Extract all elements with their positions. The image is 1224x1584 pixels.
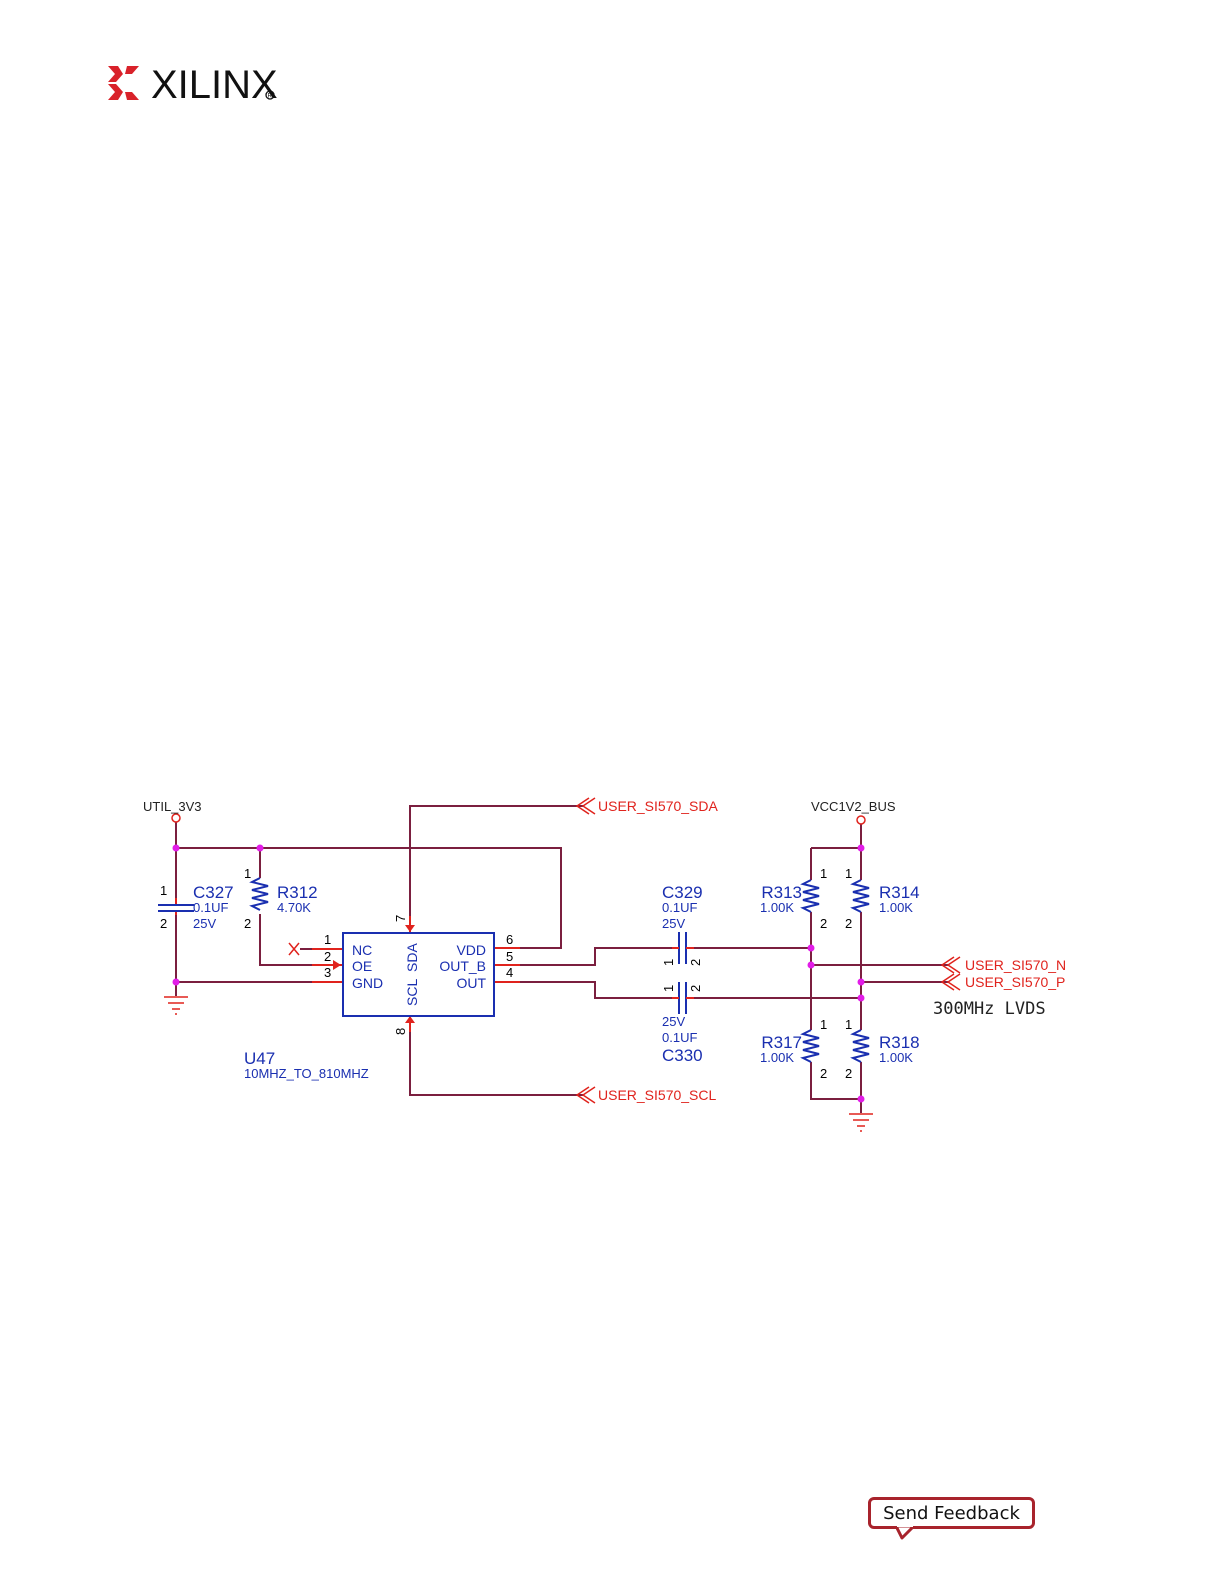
r314-value: 1.00K	[879, 900, 913, 915]
svg-text:2: 2	[688, 959, 703, 966]
util-3v3-label: UTIL_3V3	[143, 799, 202, 814]
no-connect-x-icon	[288, 942, 300, 956]
r317-resistor: 1 2 R317 1.00K	[760, 1017, 827, 1081]
svg-text:2: 2	[244, 916, 251, 931]
c330-value: 0.1UF	[662, 1030, 697, 1045]
r318-resistor: 1 2 R318 1.00K	[845, 1017, 920, 1081]
svg-text:1: 1	[845, 866, 852, 881]
r312-resistor: 1 2 R312 4.70K	[244, 866, 318, 931]
c327-value: 0.1UF	[193, 900, 228, 915]
power-port-icon	[171, 813, 181, 823]
r313-resistor: 1 2 R313 1.00K	[760, 866, 827, 931]
svg-text:SDA: SDA	[404, 943, 420, 972]
net-n: USER_SI570_N	[940, 956, 1066, 974]
svg-text:1: 1	[820, 1017, 827, 1032]
r312-value: 4.70K	[277, 900, 311, 915]
net-label-p: USER_SI570_P	[965, 974, 1065, 990]
r318-ref: R318	[879, 1033, 920, 1052]
svg-text:1: 1	[661, 959, 676, 966]
c330-capacitor: 1 2 25V 0.1UF C330	[661, 982, 703, 1065]
u47-ref: U47	[244, 1049, 275, 1068]
svg-text:2: 2	[324, 949, 331, 964]
u47-oscillator-ic: 1 2 3 NC OE GND 6 5 4 VDD OUT_B OUT 7 8 …	[244, 915, 513, 1081]
xilinx-mark-icon	[108, 66, 139, 100]
svg-text:8: 8	[393, 1028, 408, 1035]
lvds-note: 300MHz LVDS	[933, 999, 1046, 1019]
svg-text:1: 1	[661, 985, 676, 992]
svg-text:2: 2	[688, 985, 703, 992]
pin-stubs	[175, 898, 520, 1032]
r314-resistor: 1 2 R314 1.00K	[845, 866, 920, 931]
svg-text:1: 1	[845, 1017, 852, 1032]
svg-text:6: 6	[506, 932, 513, 947]
offpage-connector-icon	[940, 973, 961, 991]
svg-text:1: 1	[244, 866, 251, 881]
svg-text:2: 2	[160, 916, 167, 931]
ground-symbol-right-icon	[849, 1113, 873, 1132]
net-p: USER_SI570_P	[940, 973, 1065, 991]
svg-text:R: R	[268, 94, 273, 100]
net-sda: USER_SI570_SDA	[575, 797, 719, 815]
c329-ref: C329	[662, 883, 703, 902]
xilinx-logo: XILINX R	[108, 63, 278, 106]
svg-text:NC: NC	[352, 942, 372, 958]
svg-text:2: 2	[820, 916, 827, 931]
net-label-sda: USER_SI570_SDA	[598, 798, 719, 814]
junctions	[172, 844, 865, 1103]
c329-voltage: 25V	[662, 916, 685, 931]
svg-text:SCL: SCL	[404, 979, 420, 1006]
svg-text:OUT_B: OUT_B	[439, 958, 486, 974]
r313-value: 1.00K	[760, 900, 794, 915]
svg-text:1: 1	[820, 866, 827, 881]
net-label-scl: USER_SI570_SCL	[598, 1087, 717, 1103]
c327-capacitor: 1 2 C327 0.1UF 25V	[158, 883, 234, 931]
ground-symbol-left-icon	[164, 996, 188, 1015]
vcc1v2-power: VCC1V2_BUS	[811, 799, 896, 825]
speech-tail-icon	[896, 1526, 916, 1540]
net-scl: USER_SI570_SCL	[575, 1086, 717, 1104]
offpage-connector-icon	[575, 1086, 596, 1104]
svg-text:2: 2	[845, 1066, 852, 1081]
svg-text:1: 1	[324, 932, 331, 947]
c330-ref: C330	[662, 1046, 703, 1065]
r314-ref: R314	[879, 883, 920, 902]
svg-text:5: 5	[506, 949, 513, 964]
vcc1v2-label: VCC1V2_BUS	[811, 799, 896, 814]
offpage-connector-icon	[940, 956, 961, 974]
r318-value: 1.00K	[879, 1050, 913, 1065]
c330-voltage: 25V	[662, 1014, 685, 1029]
svg-text:GND: GND	[352, 975, 383, 991]
svg-text:VDD: VDD	[456, 942, 486, 958]
u47-part: 10MHZ_TO_810MHZ	[244, 1066, 369, 1081]
power-port-icon	[856, 815, 866, 825]
r313-ref: R313	[761, 883, 802, 902]
r317-ref: R317	[761, 1033, 802, 1052]
svg-text:1: 1	[160, 883, 167, 898]
svg-text:OE: OE	[352, 958, 372, 974]
c329-capacitor: 1 2 C329 0.1UF 25V	[661, 883, 703, 966]
svg-text:7: 7	[393, 915, 408, 922]
util-3v3-power: UTIL_3V3	[143, 799, 202, 823]
r312-ref: R312	[277, 883, 318, 902]
svg-text:2: 2	[845, 916, 852, 931]
logo-wordmark: XILINX	[151, 63, 278, 106]
registered-mark-icon: R	[265, 90, 275, 100]
svg-text:OUT: OUT	[456, 975, 486, 991]
r317-value: 1.00K	[760, 1050, 794, 1065]
svg-text:4: 4	[506, 965, 513, 980]
c327-voltage: 25V	[193, 916, 216, 931]
c329-value: 0.1UF	[662, 900, 697, 915]
send-feedback-button[interactable]: Send Feedback	[868, 1497, 1035, 1529]
svg-text:2: 2	[820, 1066, 827, 1081]
offpage-connector-icon	[575, 797, 596, 815]
net-label-n: USER_SI570_N	[965, 957, 1066, 973]
c327-ref: C327	[193, 883, 234, 902]
svg-text:3: 3	[324, 965, 331, 980]
